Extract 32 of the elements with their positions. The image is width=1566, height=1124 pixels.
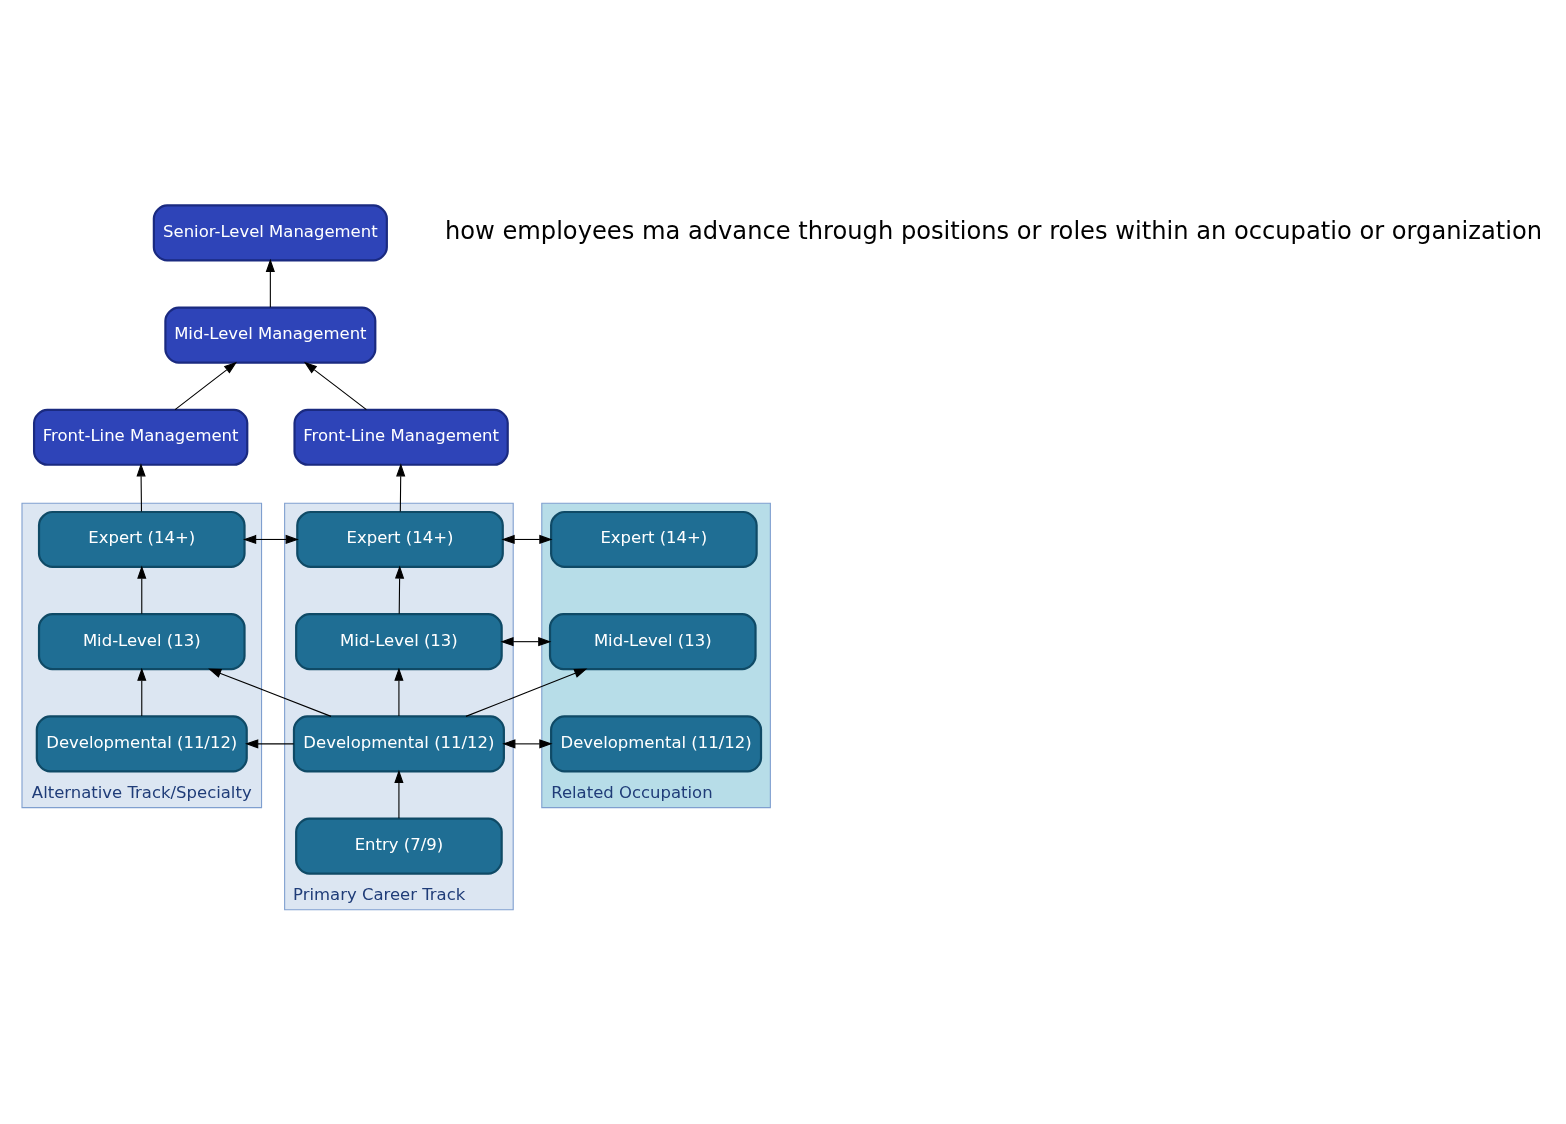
label: how employees ma advance through positions or roles within an occupatio or organization xyxy=(444,217,1542,246)
arrow xyxy=(243,534,299,545)
node-box: Developmental (11/12) xyxy=(550,715,763,773)
node-box: Expert (14+) xyxy=(550,510,758,569)
arrow xyxy=(500,637,552,647)
node-box: Developmental (11/12) xyxy=(35,715,248,773)
node-box: Front-Line Management xyxy=(293,408,509,466)
node-box: Senior-Level Management xyxy=(152,204,388,262)
node-box: Mid-Level (13) xyxy=(548,613,757,671)
node-box: Mid-Level (13) xyxy=(295,613,503,671)
arrow xyxy=(303,361,367,411)
arrow xyxy=(394,667,404,717)
arrow xyxy=(265,258,275,308)
arrow xyxy=(136,463,146,513)
arrow xyxy=(396,463,406,513)
node-box: Mid-Level (13) xyxy=(37,613,246,671)
arrow xyxy=(394,565,405,615)
arrow xyxy=(137,667,147,717)
arrow xyxy=(137,565,147,615)
arrow xyxy=(245,739,295,749)
node-box: Expert (14+) xyxy=(296,510,504,569)
arrow xyxy=(208,668,332,717)
arrow xyxy=(394,769,404,819)
arrow xyxy=(502,739,553,749)
node-box: Front-Line Management xyxy=(33,408,249,466)
arrow xyxy=(465,668,588,717)
node-box: Expert (14+) xyxy=(37,510,246,569)
arrow xyxy=(501,534,553,545)
node-box: Entry (7/9) xyxy=(295,817,503,875)
arrow xyxy=(174,361,238,411)
node-box: Developmental (11/12) xyxy=(292,715,505,773)
node-box: Mid-Level Management xyxy=(164,306,377,364)
